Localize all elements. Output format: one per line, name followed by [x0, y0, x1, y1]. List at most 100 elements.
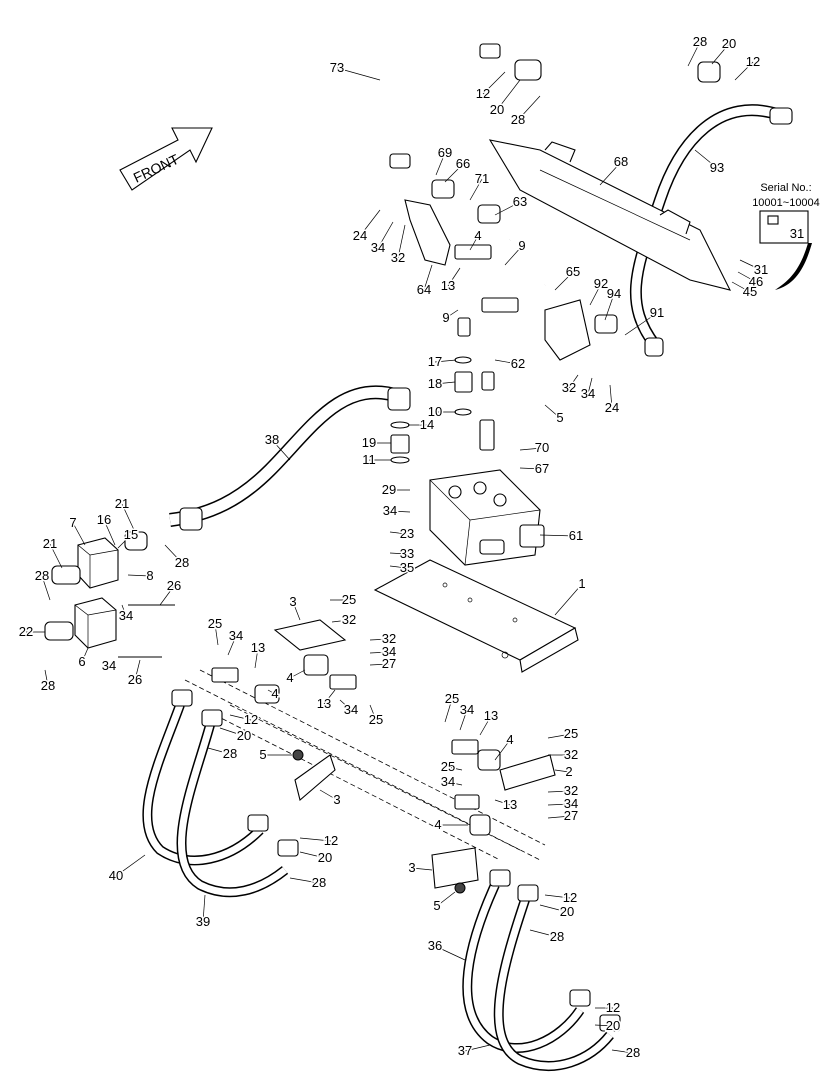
leader-line: [202, 894, 206, 923]
callout-1: 1: [578, 576, 585, 591]
callout-28: 28: [35, 568, 49, 583]
front-arrow: FRONT: [119, 127, 213, 191]
upper-clamps: [431, 59, 721, 334]
leader-line: [134, 659, 141, 681]
leader-line: [539, 904, 568, 913]
callout-6: 6: [78, 654, 85, 669]
leader-line: [494, 739, 511, 761]
leader-line: [121, 604, 127, 617]
leader-line: [207, 747, 231, 755]
callout-70: 70: [535, 440, 549, 455]
callout-29: 29: [382, 482, 396, 497]
leader-line: [734, 61, 754, 81]
leader-line: [547, 790, 572, 793]
fittings-stack: [390, 356, 495, 464]
leader-line: [339, 699, 352, 711]
callout-36: 36: [428, 938, 442, 953]
callout-20: 20: [318, 850, 332, 865]
leader-line: [587, 377, 593, 395]
callout-2: 2: [565, 764, 572, 779]
callout-4: 4: [474, 228, 481, 243]
callout-93: 93: [710, 160, 724, 175]
callout-28: 28: [312, 875, 326, 890]
hose-93: [629, 104, 793, 357]
callout-92: 92: [594, 276, 608, 291]
callout-34: 34: [371, 240, 385, 255]
leader-line: [469, 235, 479, 251]
leader-line: [159, 585, 175, 606]
leader-line: [41, 575, 51, 601]
leader-line: [547, 815, 572, 819]
leader-line: [434, 359, 457, 363]
callout-64: 64: [417, 282, 431, 297]
callout-25: 25: [441, 759, 455, 774]
leader-line: [369, 638, 390, 641]
callout-20: 20: [722, 36, 736, 51]
callout-8: 8: [146, 568, 153, 583]
leader-lines: [26, 41, 762, 1054]
callout-73: 73: [330, 60, 344, 75]
leader-line: [444, 698, 453, 723]
callout-20: 20: [560, 904, 574, 919]
serial-box: Serial No.: 10001~10004 31: [752, 182, 820, 290]
callout-71: 71: [475, 171, 489, 186]
callout-18: 18: [428, 376, 442, 391]
callout-32: 32: [562, 380, 576, 395]
callout-12: 12: [563, 890, 577, 905]
callout-4: 4: [271, 686, 278, 701]
mounting-plate-1: [373, 559, 579, 673]
leader-line: [323, 689, 336, 705]
callout-14: 14: [420, 417, 434, 432]
leader-line: [604, 293, 615, 321]
callout-40: 40: [109, 868, 123, 883]
block-7: [77, 537, 119, 589]
callout-46: 46: [749, 274, 763, 289]
leader-line: [292, 601, 301, 621]
leader-line: [331, 619, 350, 623]
callout-4: 4: [434, 817, 441, 832]
callout-34: 34: [383, 503, 397, 518]
callout-12: 12: [244, 712, 258, 727]
leader-line: [494, 359, 519, 365]
callout-12: 12: [476, 86, 490, 101]
leader-line: [299, 837, 332, 842]
callout-65: 65: [566, 264, 580, 279]
callout-45: 45: [743, 284, 757, 299]
callout-12: 12: [746, 54, 760, 69]
leader-line: [687, 41, 701, 67]
callout-94: 94: [607, 286, 621, 301]
callout-34: 34: [441, 774, 455, 789]
callout-34: 34: [344, 702, 358, 717]
callout-27: 27: [564, 808, 578, 823]
leader-line: [479, 715, 492, 736]
leader-line: [568, 374, 579, 389]
callout-67: 67: [535, 461, 549, 476]
callout-5: 5: [556, 410, 563, 425]
pipes-9-62: [457, 238, 546, 391]
callout-25: 25: [564, 726, 578, 741]
leader-line: [121, 503, 136, 533]
callout-17: 17: [428, 354, 442, 369]
leader-line: [229, 714, 252, 721]
leader-line: [434, 381, 456, 385]
leader-line: [369, 651, 390, 654]
callout-24: 24: [353, 228, 367, 243]
callout-16: 16: [97, 512, 111, 527]
leader-line: [336, 67, 381, 81]
leader-line: [49, 543, 63, 569]
serial-part: 31: [790, 226, 804, 241]
callout-34: 34: [102, 658, 116, 673]
leader-line: [271, 439, 291, 461]
leader-line: [411, 867, 433, 871]
block-6: [74, 597, 117, 649]
callout-28: 28: [626, 1045, 640, 1060]
leader-line: [115, 854, 146, 877]
leader-line: [494, 201, 521, 216]
leader-line: [103, 519, 116, 546]
leader-line: [214, 623, 219, 646]
callout-34: 34: [564, 796, 578, 811]
callout-31: 31: [754, 262, 768, 277]
hose-38: [169, 385, 411, 531]
leader-line: [299, 851, 326, 859]
callout-13: 13: [441, 278, 455, 293]
